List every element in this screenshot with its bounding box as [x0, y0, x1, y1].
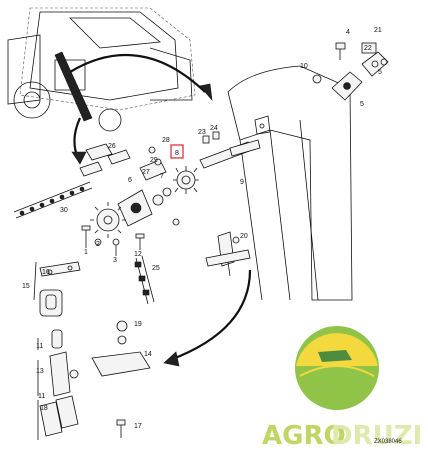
lower-left-detail — [33, 261, 151, 440]
label-30: 30 — [60, 207, 68, 214]
label-22: 22 — [364, 45, 372, 52]
combine-harvester-illustration — [7, 7, 196, 132]
label-9: 9 — [240, 179, 244, 186]
label-6: 6 — [128, 177, 132, 184]
label-16: 16 — [42, 269, 50, 276]
label-29: 29 — [150, 157, 158, 164]
label-18: 18 — [40, 405, 48, 412]
highlight-box-part-8 — [170, 144, 184, 159]
watermark-logo-field — [299, 365, 375, 377]
label-4: 4 — [346, 29, 350, 36]
label-5-lower: 5 — [360, 101, 364, 108]
label-8-highlighted: 8 — [175, 150, 179, 157]
label-10: 10 — [300, 63, 308, 70]
label-23: 23 — [198, 129, 206, 136]
label-15: 15 — [22, 283, 30, 290]
label-7: 7 — [160, 173, 164, 180]
label-11-lower: 11 — [38, 393, 45, 400]
upper-right-parts — [312, 42, 389, 101]
bracket-20 — [205, 231, 251, 277]
label-12: 12 — [134, 251, 142, 258]
arrowhead-bracket — [163, 351, 180, 367]
watermark-text-agro: AGRO — [262, 421, 346, 451]
label-28: 28 — [162, 137, 170, 144]
watermark-logo-harvester — [318, 350, 352, 362]
part-number-labels: 1 2 3 4 5 5 6 7 8 9 10 11 11 12 13 14 15… — [22, 27, 382, 430]
arrow-to-bracket-detail — [169, 269, 252, 362]
watermark-logo-sun — [296, 333, 378, 366]
label-11-upper: 11 — [36, 343, 43, 350]
label-20: 20 — [240, 233, 248, 240]
label-19: 19 — [134, 321, 142, 328]
arrowhead-drive — [199, 83, 213, 101]
side-frame-panel — [227, 65, 353, 301]
sprocket-tensioner-group — [13, 143, 180, 256]
arrow-to-drive-assembly — [69, 53, 206, 93]
label-14: 14 — [144, 351, 152, 358]
label-5-upper: 5 — [378, 69, 382, 76]
label-21: 21 — [374, 27, 382, 34]
chain-segment-25 — [134, 255, 155, 305]
label-27: 27 — [142, 169, 150, 176]
arrowhead-chain — [71, 151, 87, 165]
label-2: 2 — [96, 241, 100, 248]
watermark-text-druzi: DRUZI — [331, 421, 422, 451]
reference-code: ZX038046 — [374, 439, 402, 445]
label-24: 24 — [210, 125, 218, 132]
label-17: 17 — [134, 423, 142, 430]
agrodruzi-watermark: AGRO DRUZI — [262, 326, 422, 451]
label-26: 26 — [108, 143, 116, 150]
label-25: 25 — [152, 265, 160, 272]
label-3: 3 — [113, 257, 117, 264]
label-13: 13 — [36, 368, 44, 375]
label-1: 1 — [84, 249, 88, 256]
shaft-assembly — [162, 131, 261, 197]
